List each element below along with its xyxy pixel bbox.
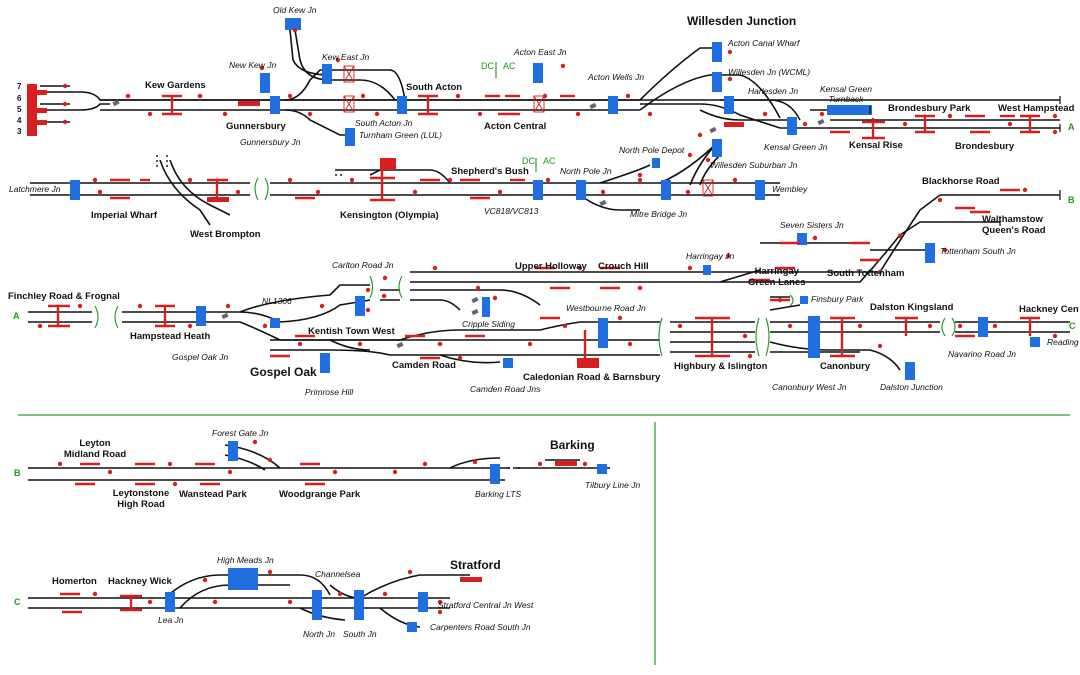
- section-dividers: [18, 62, 1070, 665]
- dashed-tracks: [156, 155, 522, 469]
- platform-dashes: [60, 94, 1020, 614]
- tracks: [28, 29, 1070, 628]
- crossovers: [343, 65, 714, 197]
- platforms: [27, 84, 744, 582]
- buffer-stops: [869, 96, 1061, 226]
- section-brackets: [94, 177, 956, 357]
- junction-blocks: [70, 18, 1040, 632]
- wagons: [112, 99, 825, 349]
- station-symbols: [48, 94, 1040, 612]
- signals: [37, 27, 1058, 615]
